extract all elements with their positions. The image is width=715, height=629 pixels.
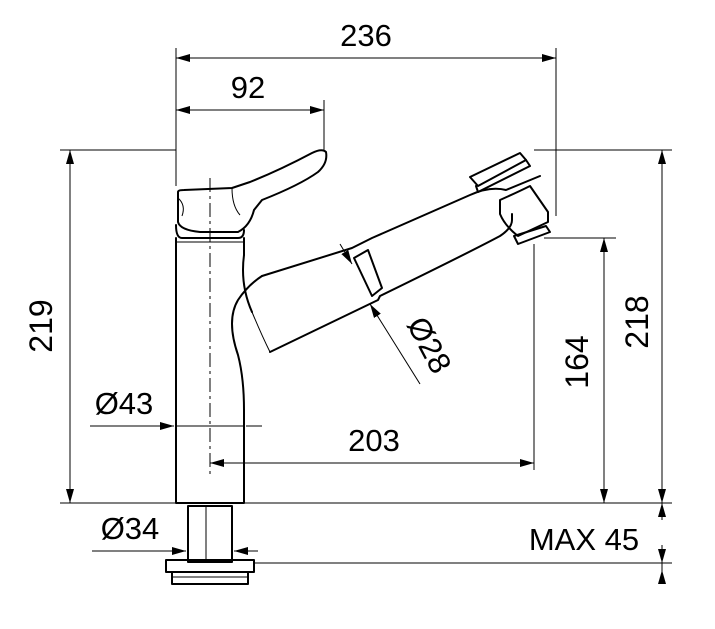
spout-height-label: 164	[559, 335, 595, 388]
lever-handle	[177, 149, 328, 233]
shank-diameter-label: Ø34	[101, 511, 160, 546]
spout-neck	[231, 254, 271, 411]
faucet-shank	[165, 505, 255, 585]
total-height-label: 219	[23, 299, 59, 352]
dimension-lines	[66, 54, 666, 584]
spout-reach-label: 203	[348, 423, 400, 458]
lever-reach-label: 92	[231, 70, 265, 105]
height-right-label: 218	[619, 295, 655, 348]
body-diameter-label: Ø43	[95, 386, 154, 421]
max-worktop-label: MAX 45	[529, 522, 639, 557]
spout-arm	[261, 152, 551, 353]
extension-lines	[60, 48, 672, 564]
spout-diameter-label: Ø28	[400, 311, 458, 379]
total-width-label: 236	[340, 18, 392, 53]
